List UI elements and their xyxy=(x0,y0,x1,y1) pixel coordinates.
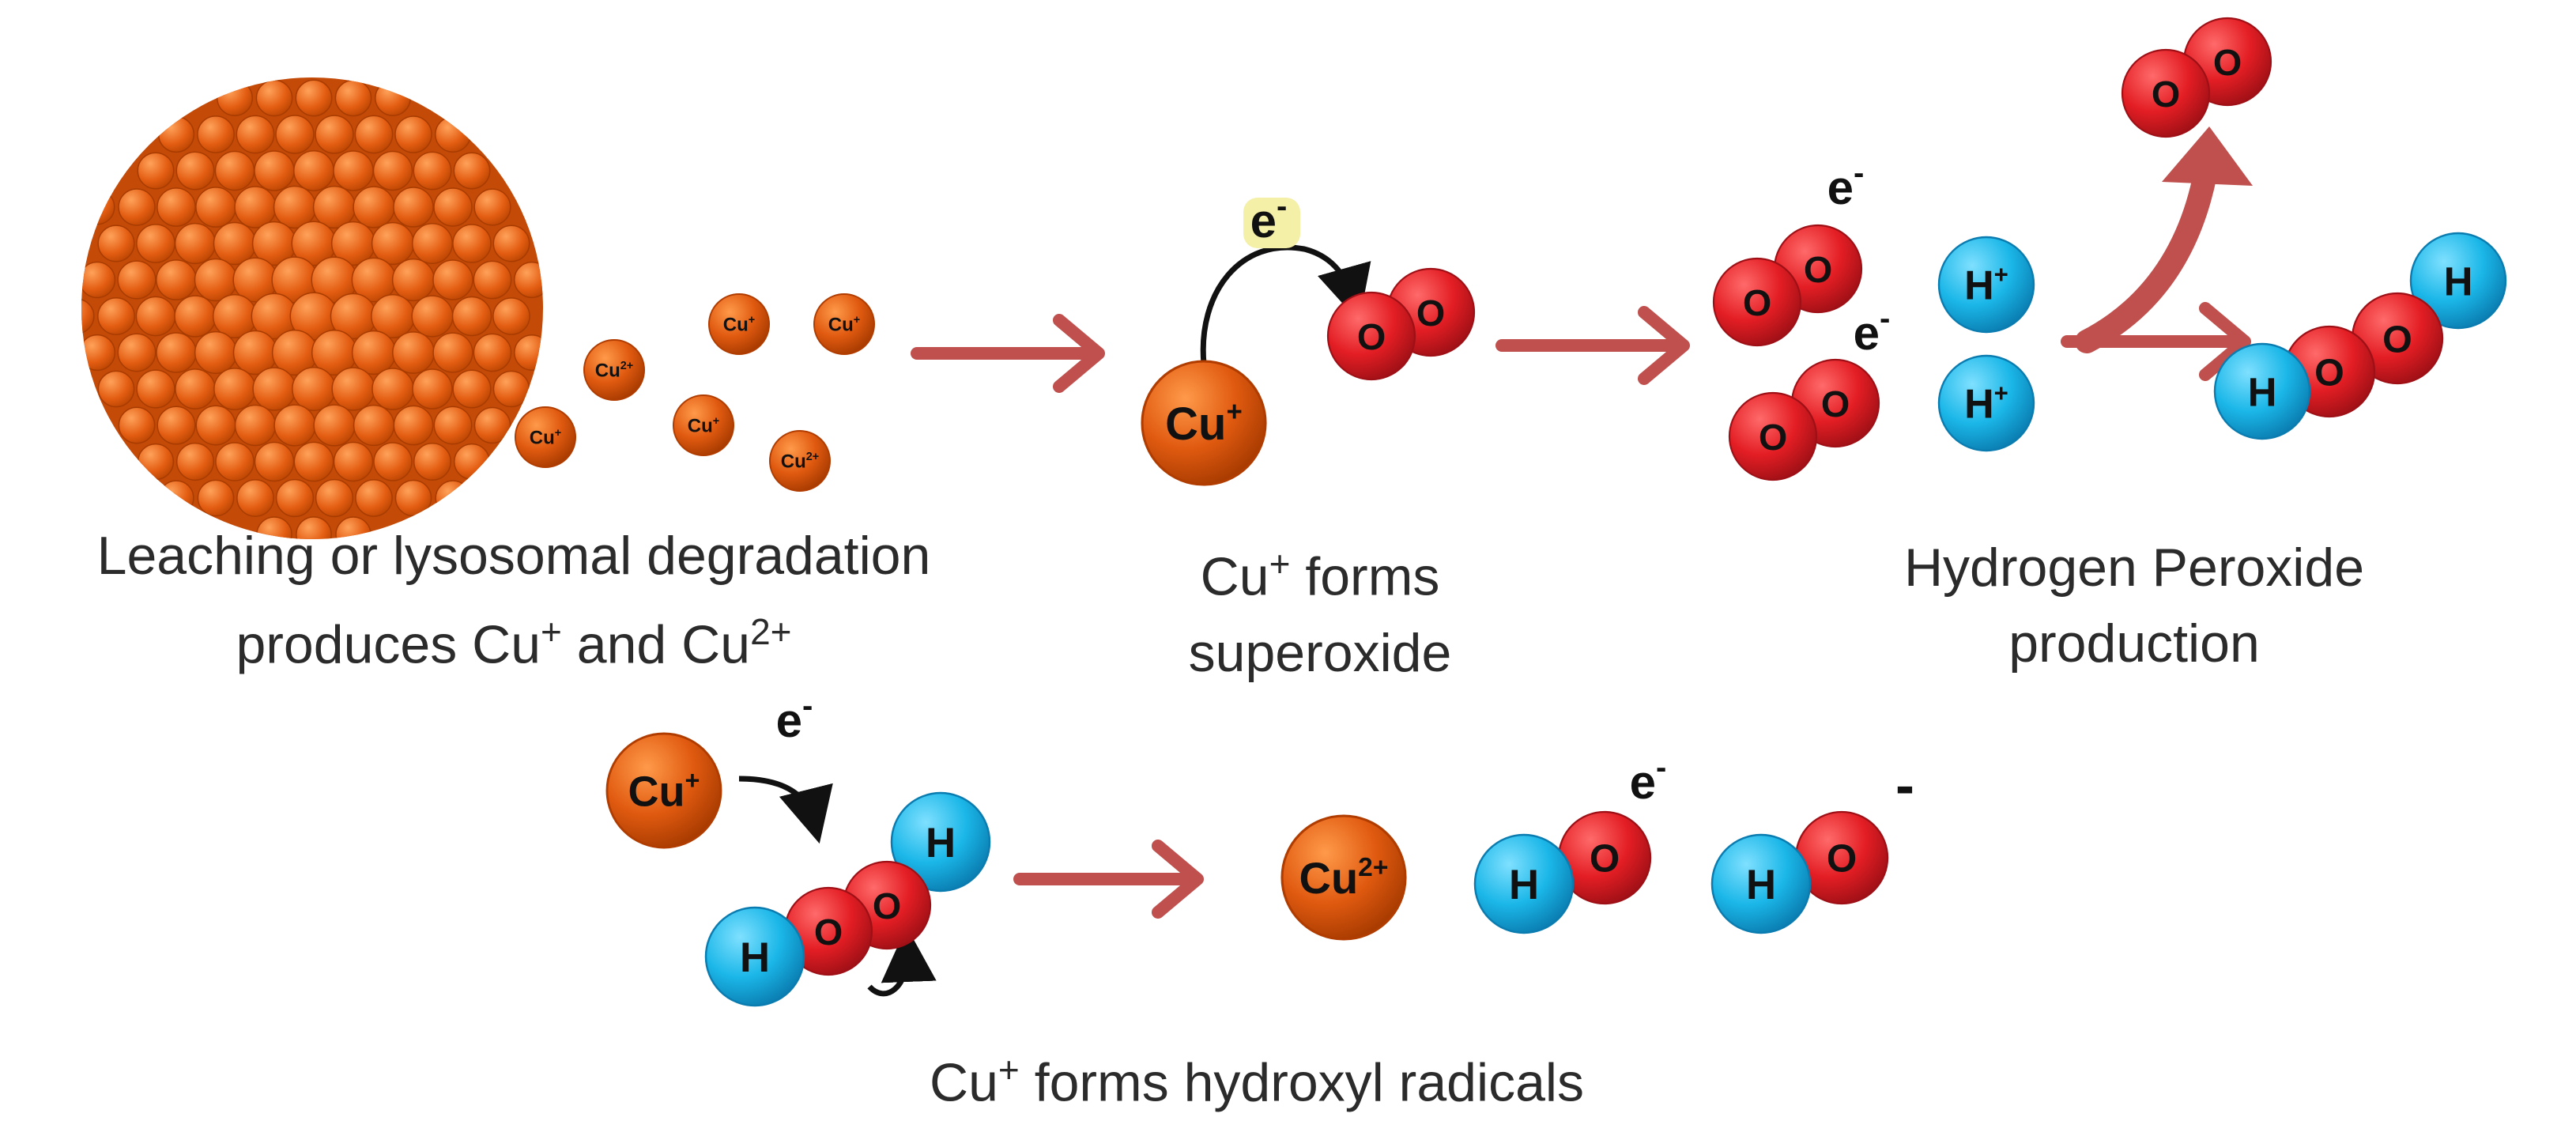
reaction-arrow-1 xyxy=(911,314,1105,393)
step1-line2: produces Cu+ and Cu2+ xyxy=(16,594,1012,683)
step1-line2-sup2: 2+ xyxy=(750,611,792,652)
step4-caption: Cu+ forms hydroxyl radicals xyxy=(814,1032,1699,1121)
electron-3: e- xyxy=(1854,301,1891,360)
ion-6: Cu2+ xyxy=(769,430,831,492)
oxygen-atom-7-label: O xyxy=(2213,42,2242,83)
step3-caption: Hydrogen Peroxide production xyxy=(1810,530,2458,681)
svg-text:e-: e- xyxy=(1854,301,1891,360)
step2-caption: Cu+ forms superoxide xyxy=(1115,526,1526,691)
step2-line1-a: Cu xyxy=(1200,546,1269,607)
oxygen-atom-2: O xyxy=(1326,291,1416,381)
step2-line1-sup: + xyxy=(1269,543,1291,584)
hydrogen-atom-4: H xyxy=(704,906,805,1007)
step4-line1-b: forms hydroxyl radicals xyxy=(1019,1052,1584,1113)
negative-charge: - xyxy=(1895,754,1914,817)
svg-text:e-: e- xyxy=(1630,750,1667,809)
oxygen-atom-4-label: O xyxy=(1743,282,1771,323)
hydrogen-atom-3: H xyxy=(890,791,991,893)
oxygen-release-arrow xyxy=(2075,126,2253,353)
reaction-arrow-2 xyxy=(1495,306,1690,385)
step4-line1-sup: + xyxy=(998,1049,1020,1090)
electron-5: e- xyxy=(1630,750,1667,809)
step4-line1-a: Cu xyxy=(929,1052,998,1113)
ion-5: Cu+ xyxy=(515,406,576,468)
electron-4: e- xyxy=(776,689,813,747)
svg-text:e-: e- xyxy=(1827,156,1865,214)
oxygen-atom-14-label: O xyxy=(1827,837,1857,881)
hydrogen-atom-1: H xyxy=(2409,232,2507,330)
oxygen-atom-6: O xyxy=(1728,391,1818,481)
step2-line2: superoxide xyxy=(1188,622,1452,683)
oxygen-atom-6-label: O xyxy=(1759,417,1787,458)
ion-2: Cu+ xyxy=(813,293,875,355)
oxygen-atom-10-label: O xyxy=(2314,351,2344,394)
electron-1: e- xyxy=(1243,189,1300,248)
step2-line1-b: forms xyxy=(1290,546,1440,607)
h-plus-ion-2: H+ xyxy=(1937,354,2035,452)
oxygen-atom-13-label: O xyxy=(1590,837,1620,881)
cu-plus-ion-2-label: Cu+ xyxy=(628,766,700,816)
h-plus-ion-1: H+ xyxy=(1937,236,2035,334)
step1-caption: Leaching or lysosomal degradation produc… xyxy=(16,518,1012,683)
hydrogen-atom-2-label: H xyxy=(2248,369,2277,414)
step1-line2-b: and Cu xyxy=(561,614,751,675)
step1-line2-sup1: + xyxy=(541,611,562,652)
oxygen-atom-4: O xyxy=(1712,257,1802,347)
oxygen-atom-12-label: O xyxy=(814,912,843,953)
hydrogen-atom-5: H xyxy=(1473,833,1575,934)
oxygen-atom-1-label: O xyxy=(1416,293,1445,334)
ion-1: Cu+ xyxy=(708,293,770,355)
hydrogen-atom-5-label: H xyxy=(1509,862,1539,908)
hydrogen-atom-4-label: H xyxy=(740,934,770,981)
step4-line1: Cu+ forms hydroxyl radicals xyxy=(814,1032,1699,1121)
released-ions: Cu+Cu+Cu2+Cu+Cu+Cu2+ xyxy=(515,293,875,492)
electron-transfer-arrow-2 xyxy=(738,776,833,844)
copper-nanoparticle xyxy=(81,77,543,539)
svg-text:e-: e- xyxy=(776,689,813,747)
cu-plus-ion: Cu+ xyxy=(1141,360,1267,486)
electron-2: e- xyxy=(1827,156,1865,214)
oxygen-atom-13: O xyxy=(1557,810,1652,905)
hydrogen-atom-2: H xyxy=(2213,342,2311,440)
svg-text:e-: e- xyxy=(1250,189,1288,247)
oxygen-atom-11-label: O xyxy=(873,885,901,927)
hydrogen-atom-6-label: H xyxy=(1746,862,1776,908)
oxygen-atom-9-label: O xyxy=(2382,318,2412,360)
step2-line1: Cu+ forms xyxy=(1115,526,1526,615)
ion-4: Cu+ xyxy=(673,394,734,456)
ion-3: Cu2+ xyxy=(583,339,645,401)
h-plus-ion-2-label: H+ xyxy=(1964,379,2008,428)
bond-cleavage-arrow xyxy=(867,927,937,997)
step1-line2-a: produces Cu xyxy=(236,614,541,675)
hydrogen-atom-1-label: H xyxy=(2444,259,2473,304)
hydrogen-atom-3-label: H xyxy=(926,820,956,866)
oxygen-atom-8-label: O xyxy=(2152,74,2180,115)
reaction-arrow-4 xyxy=(1013,840,1204,919)
step3-line2: production xyxy=(2008,613,2260,674)
oxygen-atom-8: O xyxy=(2121,48,2211,138)
cu-plus-ion-2: Cu+ xyxy=(605,732,722,849)
step3-line1: Hydrogen Peroxide xyxy=(1903,538,2365,598)
oxygen-atom-2-label: O xyxy=(1357,316,1386,357)
step1-line1: Leaching or lysosomal degradation xyxy=(96,526,931,586)
hydrogen-atom-6: H xyxy=(1710,833,1812,934)
oxygen-atom-3-label: O xyxy=(1804,249,1832,290)
cu-2plus-ion: Cu2+ xyxy=(1280,814,1407,941)
oxygen-atom-5-label: O xyxy=(1821,383,1850,425)
